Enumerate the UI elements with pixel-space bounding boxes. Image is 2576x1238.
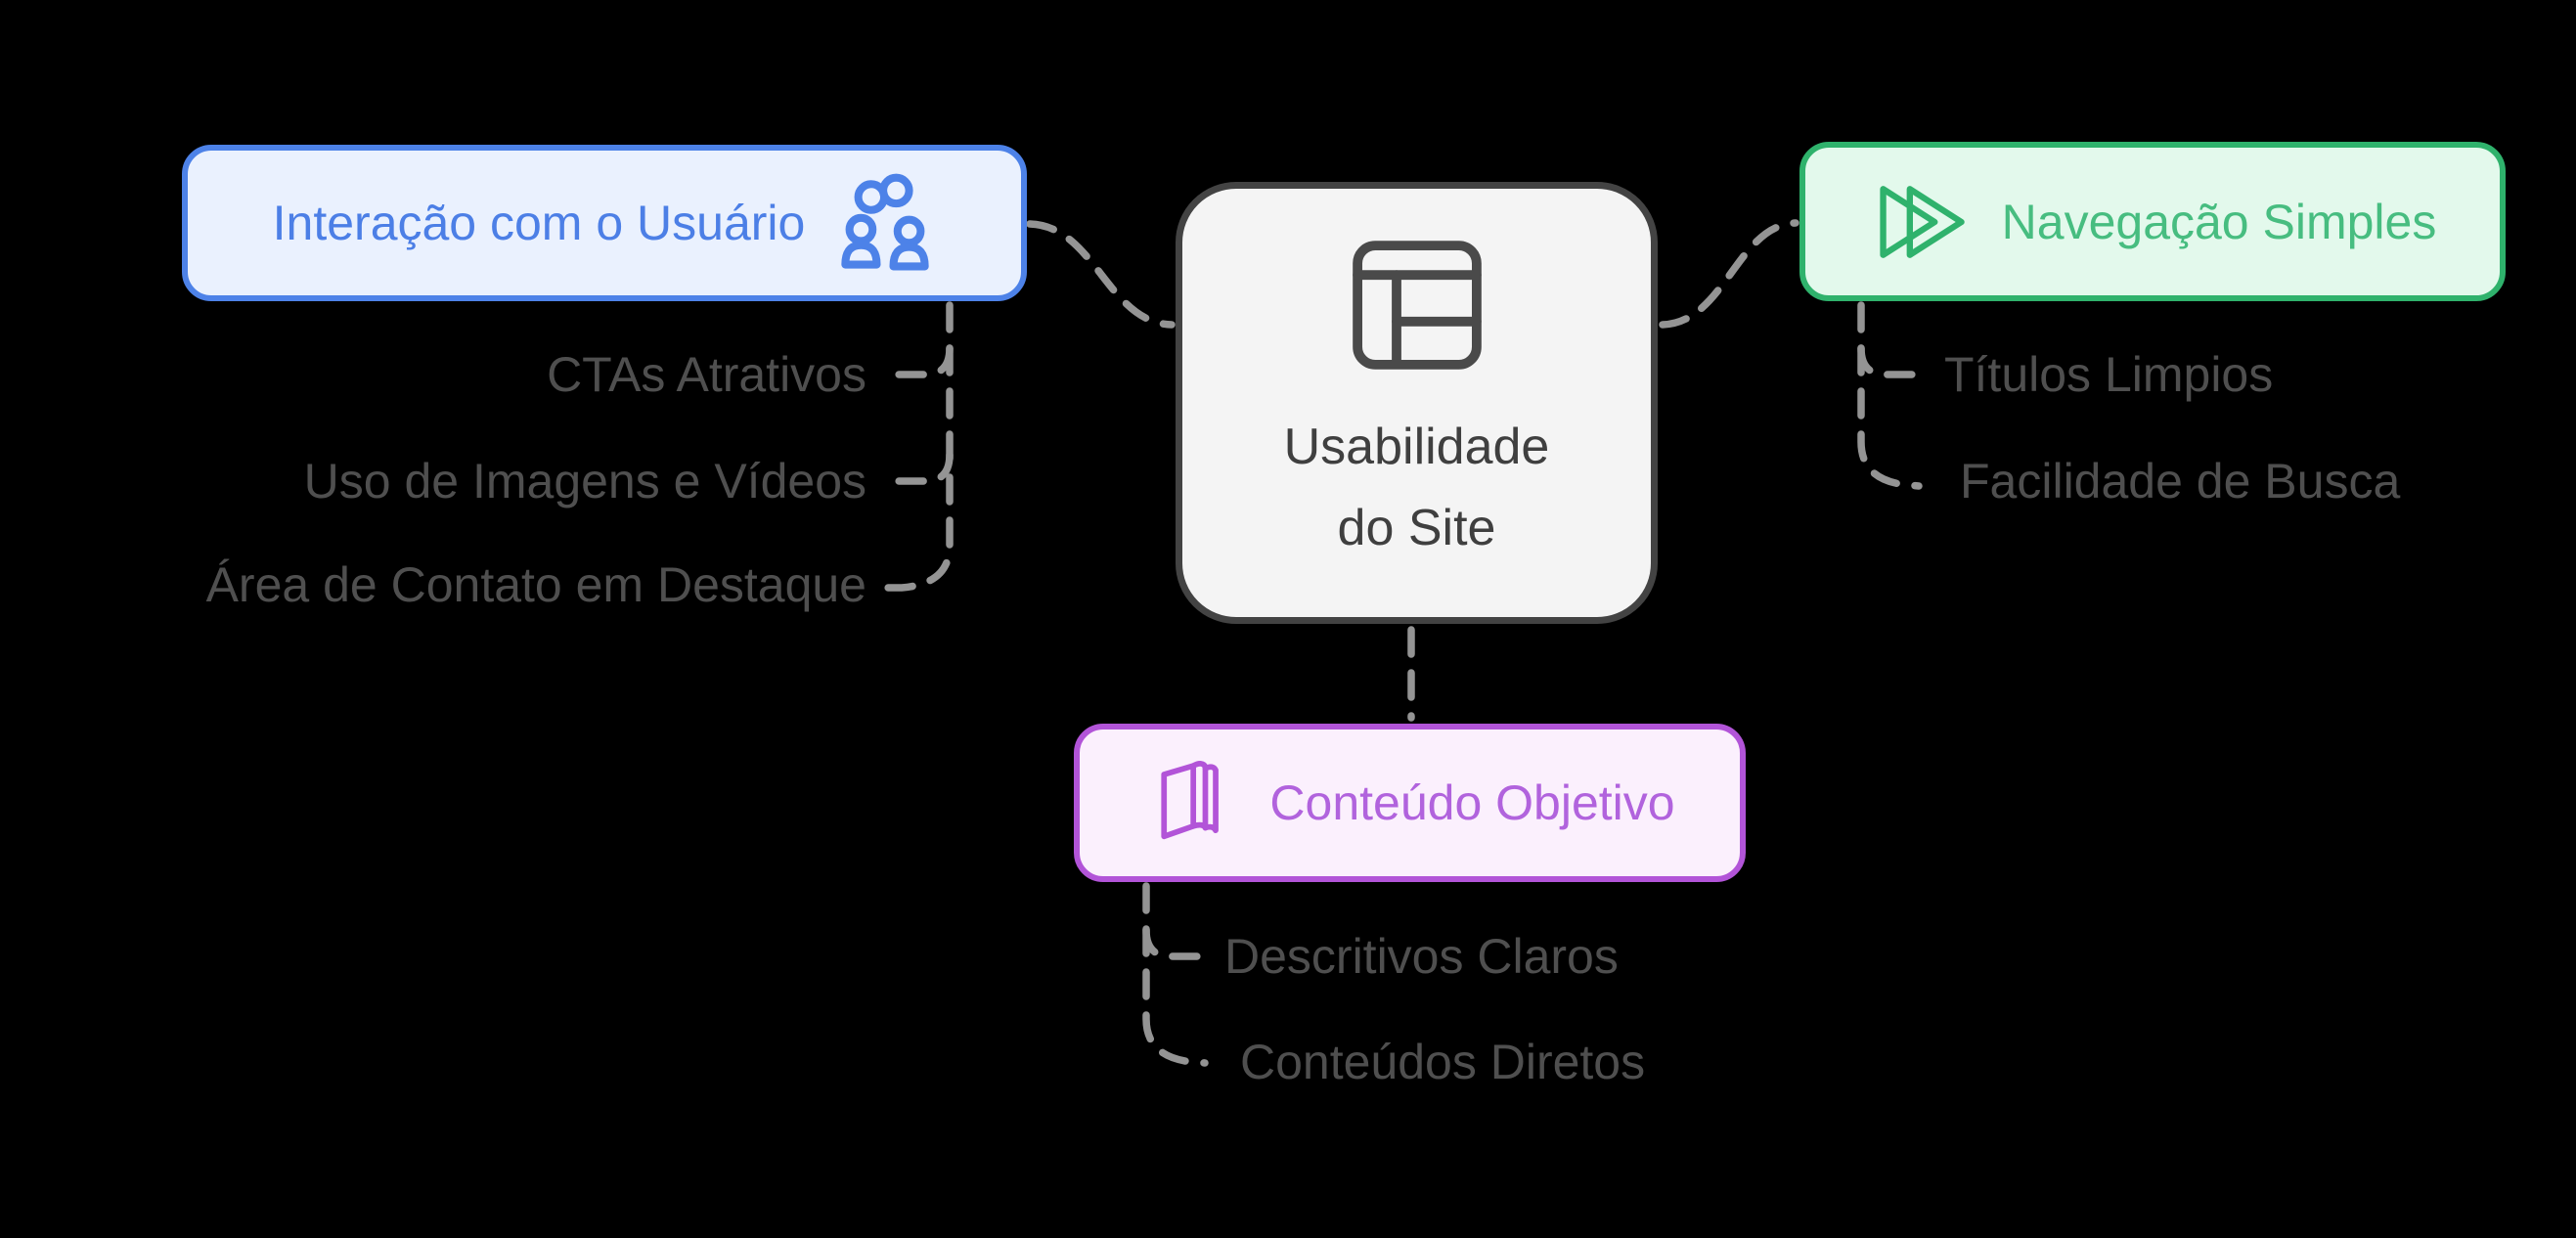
subtopic-facilidade-de-busca[interactable]: Facilidade de Busca	[1960, 454, 2401, 508]
open-book-icon	[1161, 761, 1220, 840]
stub-cta-atrativos	[882, 344, 954, 378]
stub-descritivos-claros	[1142, 926, 1209, 960]
branch-node-interacao-usuario[interactable]: Interação com o Usuário	[182, 145, 1027, 301]
subtopic-titulos-limpios[interactable]: Títulos Limpios	[1944, 347, 2274, 402]
double-chevron-icon	[1880, 185, 1965, 258]
trunk-interacao	[884, 301, 954, 592]
subtopic-descritivos-claros[interactable]: Descritivos Claros	[1224, 929, 1619, 984]
trunk-navegacao	[1857, 301, 1923, 490]
layout-panels-icon	[1352, 241, 1482, 370]
center-node-title: Usabilidade do Site	[1283, 418, 1550, 556]
branch-node-conteudo-objetivo[interactable]: Conteúdo Objetivo	[1074, 724, 1746, 882]
branch-label-interacao: Interação com o Usuário	[272, 196, 806, 250]
subtopic-area-de-contato-em-destaque[interactable]: Área de Contato em Destaque	[205, 557, 866, 612]
branch-node-navegacao-simples[interactable]: Navegação Simples	[1799, 142, 2506, 301]
connector-center-to-interacao	[1026, 220, 1176, 329]
subtopic-conteudos-diretos[interactable]: Conteúdos Diretos	[1240, 1035, 1646, 1089]
subtopic-ctas-atrativos[interactable]: CTAs Atrativos	[547, 347, 866, 402]
subtopic-uso-de-imagens-e-videos[interactable]: Uso de Imagens e Vídeos	[303, 454, 866, 508]
connector-center-to-navegacao	[1659, 219, 1799, 329]
stub-uso-imagens	[882, 451, 954, 485]
branch-label-conteudo: Conteúdo Objetivo	[1269, 775, 1675, 830]
center-node-usabilidade[interactable]: Usabilidade do Site	[1176, 182, 1658, 624]
stub-titulos-limpios	[1857, 344, 1923, 378]
linked-users-icon	[841, 173, 930, 271]
trunk-conteudo	[1142, 882, 1209, 1067]
branch-label-navegacao: Navegação Simples	[2001, 194, 2437, 249]
